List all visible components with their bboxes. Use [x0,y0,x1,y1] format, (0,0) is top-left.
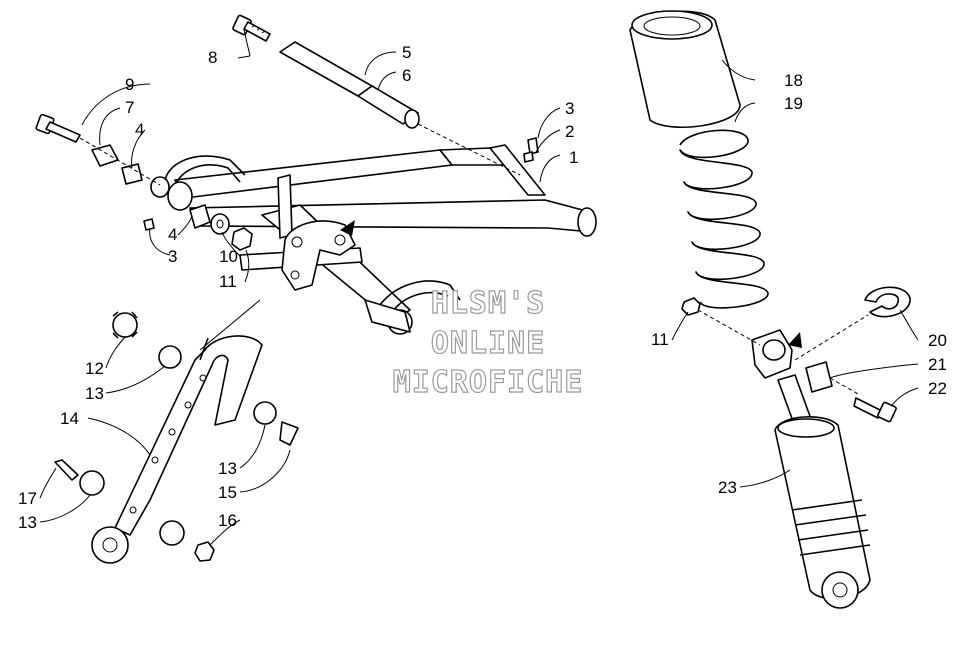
leader-lines [39,29,919,546]
callout-4-top: 4 [135,120,144,139]
callout-8: 8 [208,48,217,67]
callout-13-c: 13 [18,513,37,532]
watermark-line-3: MICROFICHE [393,365,584,400]
watermark: HLSM'S ONLINE MICROFICHE [392,285,584,400]
hardware-left [189,204,253,251]
callout-4-left: 4 [168,225,177,244]
strap-hardware [54,311,299,562]
callout-17: 17 [18,489,37,508]
shock-hardware [681,286,911,423]
callout-3-top: 3 [565,99,574,118]
spring-cup [629,10,741,128]
callout-20: 20 [928,331,947,350]
callout-19: 19 [784,94,803,113]
callout-23: 23 [718,478,737,497]
callout-3-left: 3 [168,247,177,266]
callout-22: 22 [928,379,947,398]
callout-12: 12 [85,359,104,378]
callout-16: 16 [218,511,237,530]
callout-10: 10 [219,247,238,266]
limiter-strap [91,299,263,564]
callout-13-a: 13 [85,384,104,403]
callout-15: 15 [218,483,237,502]
watermark-line-2: ONLINE [431,326,545,361]
swing-arm [143,137,597,335]
callout-2: 2 [565,122,574,141]
callout-6: 6 [402,66,411,85]
callout-18: 18 [784,71,803,90]
shock-absorber [751,329,871,609]
callout-labels: 1 2 3 3 4 4 5 6 7 8 9 10 11 11 12 13 13 … [18,43,947,532]
callout-11-left: 11 [219,272,237,291]
bolt-9-bushings [35,113,161,186]
callout-9: 9 [125,75,134,94]
callout-13-b: 13 [218,459,237,478]
pivot-shaft [279,41,521,176]
callout-1: 1 [569,148,578,167]
callout-14: 14 [60,409,79,428]
callout-11-right: 11 [651,330,669,349]
coil-spring [679,129,769,309]
watermark-line-1: HLSM'S [431,286,545,321]
bolt-8 [232,14,271,42]
callout-7: 7 [125,98,134,117]
callout-21: 21 [928,355,947,374]
callout-5: 5 [402,43,411,62]
